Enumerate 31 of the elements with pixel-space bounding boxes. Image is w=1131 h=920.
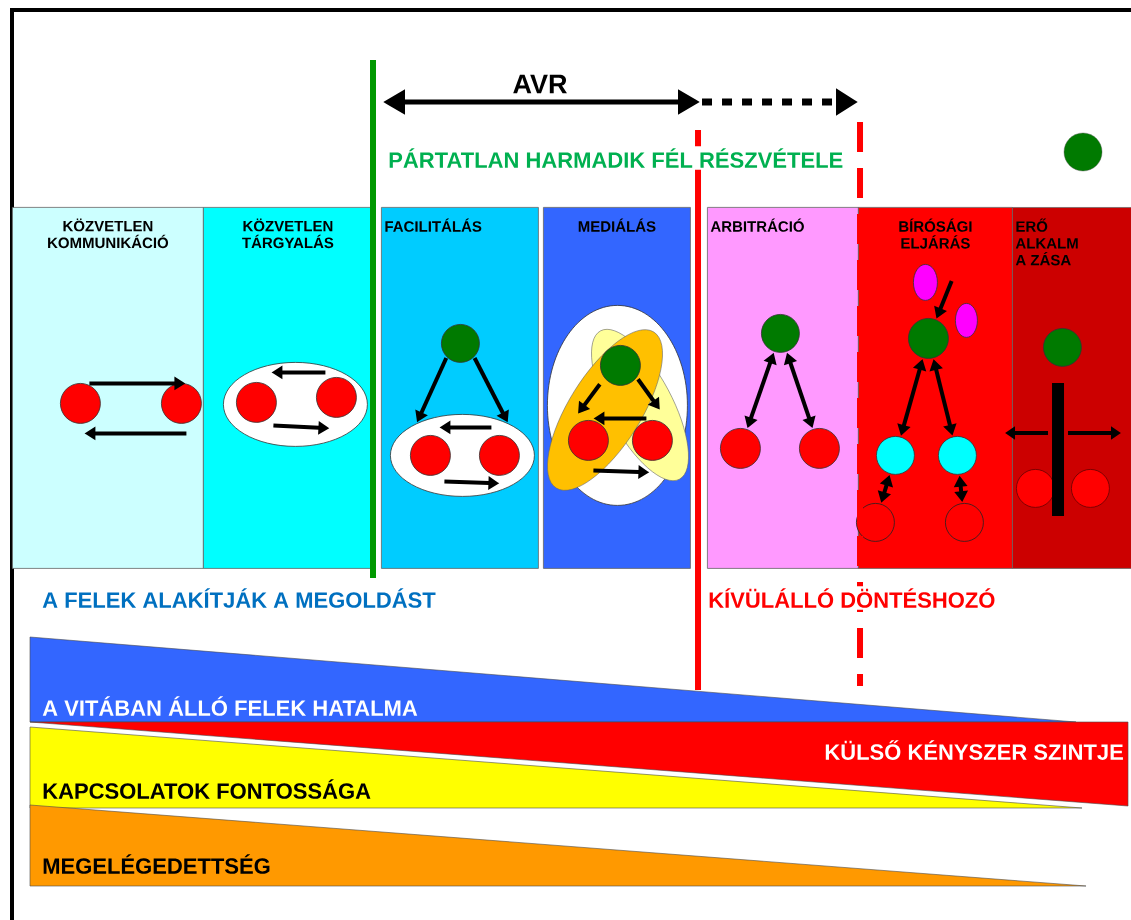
circle [945, 503, 984, 542]
circle [1043, 328, 1082, 367]
circle [410, 435, 451, 476]
heading-text: KÍVÜLÁLLÓ DÖNTÉSHOZÓ [706, 586, 998, 610]
circle [479, 435, 520, 476]
circle [908, 318, 949, 359]
circle [799, 428, 840, 469]
circle [236, 382, 277, 423]
circle [316, 377, 357, 418]
ellipse [955, 303, 978, 338]
circle [441, 324, 480, 363]
circle [60, 383, 101, 424]
circle [1071, 469, 1110, 508]
column-panel: KÖZVETLEN KOMMUNIKÁCIÓ [12, 207, 204, 569]
heading-text: AVR [513, 74, 567, 94]
circle [856, 503, 895, 542]
circle [761, 314, 800, 353]
heading-text: A FELEK ALAKÍTJÁK A MEGOLDÁST [42, 588, 436, 608]
circle [876, 436, 915, 475]
circle [1016, 469, 1055, 508]
circle [600, 345, 641, 386]
column-panel: ARBITRÁCIÓ [707, 207, 859, 569]
ellipse [913, 264, 938, 301]
circle [568, 420, 609, 461]
circle [632, 420, 673, 461]
circle [161, 383, 202, 424]
wedge-band: MEGELÉGEDETTSÉG [29, 804, 1087, 887]
heading-text: PÁRTATLAN HARMADIK FÉL RÉSZVÉTELE [386, 146, 846, 170]
circle [938, 436, 977, 475]
circle [720, 428, 761, 469]
wedge-band: A VITÁBAN ÁLLÓ FELEK HATALMA [29, 636, 1077, 723]
